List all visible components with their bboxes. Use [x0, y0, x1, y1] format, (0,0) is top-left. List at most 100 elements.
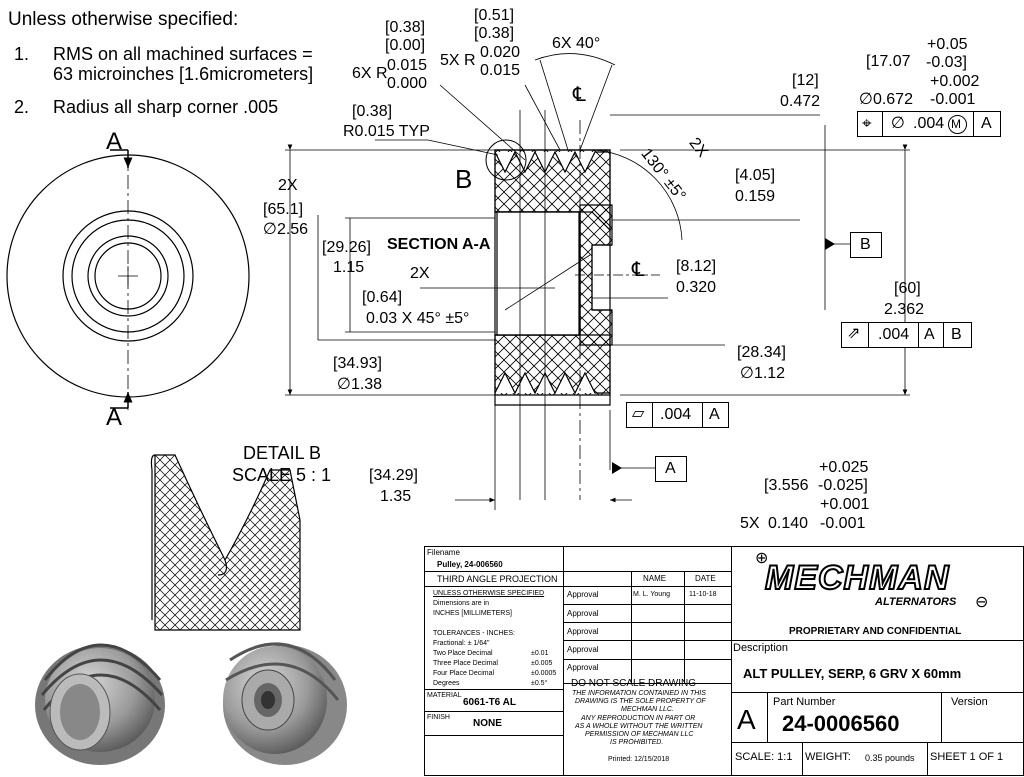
section-view: [485, 110, 660, 500]
tol-row-0-value: ±0.01: [531, 650, 549, 657]
filename: Pulley, 24-006560: [437, 560, 503, 569]
flatness-icon: ▱: [632, 405, 645, 422]
dim-140-minus: -0.001: [820, 515, 866, 532]
dim-typ-mm: [0.38]: [352, 103, 393, 120]
dim-r-top-b: [0.00]: [385, 37, 426, 54]
version-label: Version: [951, 696, 988, 708]
runout-b: B: [951, 326, 962, 343]
note-1-num: 1.: [14, 44, 30, 64]
centerline-mid: ℄: [632, 259, 645, 281]
position-fcf: ⌖ ∅ .004 M A: [857, 111, 1001, 137]
dim-r2-top-b: [0.38]: [474, 25, 515, 42]
title-block: Filename Pulley, 24-006560 THIRD ANGLE P…: [424, 546, 1024, 776]
part-number: 24-0006560: [782, 711, 900, 736]
datum-a: A: [665, 460, 676, 477]
dim-140-prefix: 5X: [740, 515, 760, 532]
tol-row-3-label: Degrees: [433, 680, 460, 687]
dim-r-left-2: 0.000: [387, 75, 428, 92]
logo-plus-icon: ⊕: [755, 550, 769, 567]
material: 6061-T6 AL: [463, 697, 516, 708]
scale: SCALE: 1:1: [735, 751, 793, 763]
datum-a-box: A: [655, 456, 687, 482]
dim-3429-in: 1.35: [380, 488, 412, 505]
prop-notice-5: PERMISSION OF MECHMAN LLC: [585, 731, 694, 738]
dim-3556-minus: -0.025]: [818, 477, 868, 494]
approval-2-label: Approval: [567, 627, 599, 636]
dim-r2-1: 0.020: [480, 44, 521, 61]
datum-b-triangle-icon: [825, 238, 835, 250]
tol-line-4: TOLERANCES - INCHES:: [433, 630, 515, 637]
dim-r2-top-a: [0.51]: [474, 7, 515, 24]
dim-3493-in: ∅1.38: [337, 376, 383, 393]
tol-line-1: Dimensions are in: [433, 600, 490, 607]
cham-in: 0.03 X 45° ±5°: [366, 310, 470, 327]
material-label: MATERIAL: [427, 692, 462, 699]
detail-b: [150, 454, 301, 631]
tol-line-0: UNLESS OTHERWISE SPECIFIED: [433, 590, 545, 597]
description-label: Description: [733, 642, 789, 654]
dim-140-plus: +0.001: [820, 496, 870, 513]
prop-notice-2: MECHMAN LLC.: [621, 706, 674, 713]
approval-1-label: Approval: [567, 609, 599, 618]
approval-0-name: M. L. Young: [633, 591, 670, 598]
dim-140-in: 0.140: [768, 515, 809, 532]
iso-render-right: [223, 642, 347, 765]
weight: 0.35 pounds: [865, 753, 915, 763]
finish-label: FINISH: [427, 714, 450, 721]
front-view: [6, 149, 250, 410]
cham-2x: 2X: [410, 265, 430, 282]
dim-3429-mm: [34.29]: [369, 467, 418, 484]
section-mark-top: A: [106, 128, 123, 155]
runout-icon: ⇗: [847, 325, 861, 342]
filename-label: Filename: [427, 548, 460, 557]
tol-17: [17.07: [866, 53, 911, 70]
projection: THIRD ANGLE PROJECTION: [437, 574, 558, 584]
position-symbol-icon: ⌖: [862, 114, 872, 133]
dim-812-mm: [8.12]: [676, 258, 717, 275]
description: ALT PULLEY, SERP, 6 GRV X 60mm: [743, 666, 962, 681]
dim-r-left-1: 0.015: [387, 57, 428, 74]
detail-scale: SCALE 5 : 1: [232, 465, 332, 485]
pos-dia: ∅: [891, 115, 905, 132]
tol-17-minus: -0.03]: [926, 54, 967, 71]
dim-angle-6x: 6X 40°: [552, 35, 601, 52]
dim-r-top-a: [0.38]: [385, 19, 426, 36]
pos-tol: .004: [913, 115, 945, 132]
datum-a-triangle-icon: [612, 462, 622, 474]
detail-b-label: B: [455, 164, 473, 194]
dim-2834-mm: [28.34]: [737, 344, 786, 361]
note-1-line1: RMS on all machined surfaces =: [53, 44, 313, 64]
do-not-scale: DO NOT SCALE DRAWING: [571, 678, 697, 689]
prop-notice-3: ANY REPRODUCTION IN PART OR: [581, 715, 696, 722]
section-title: SECTION A-A: [387, 236, 491, 253]
runout-tol: .004: [878, 326, 910, 343]
runout-fcf: ⇗ .004 A B: [841, 322, 972, 348]
dim-2926-mm: [29.26]: [322, 239, 371, 256]
dia-672-plus: +0.002: [930, 73, 980, 90]
dim-60-in: 2.362: [884, 301, 925, 318]
tol-17-plus: +0.05: [927, 36, 968, 53]
dim-405-mm: [4.05]: [735, 167, 776, 184]
mechman-logo: MECHMAN ALTERNATORS ⊕ ⊖: [755, 551, 995, 613]
note-2-num: 2.: [14, 97, 30, 117]
iso-render-left: [35, 643, 165, 765]
tol-row-1-value: ±0.005: [531, 660, 553, 667]
dim-12-mm: [12]: [792, 72, 819, 89]
date-header: DATE: [695, 574, 716, 583]
dim-405-in: 0.159: [735, 188, 776, 205]
dim-od-in: ∅2.56: [263, 221, 309, 238]
part-label: Part Number: [773, 696, 836, 708]
centerline-top: ℄: [573, 84, 586, 106]
tol-line-2: INCHES [MILLIMETERS]: [433, 610, 512, 617]
prop-notice-6: IS PROHIBITED.: [610, 739, 664, 746]
dim-r2-2: 0.015: [480, 62, 521, 79]
cham-mm: [0.64]: [362, 289, 403, 306]
logo-sub: ALTERNATORS: [875, 596, 957, 608]
dim-60-mm: [60]: [894, 280, 921, 297]
dim-r2-prefix: 5X R: [440, 52, 476, 69]
note-2-line1: Radius all sharp corner .005: [53, 97, 279, 117]
dim-3556-plus: +0.025: [819, 459, 869, 476]
approval-4-label: Approval: [567, 663, 599, 672]
tol-row-0-label: Two Place Decimal: [433, 650, 493, 657]
